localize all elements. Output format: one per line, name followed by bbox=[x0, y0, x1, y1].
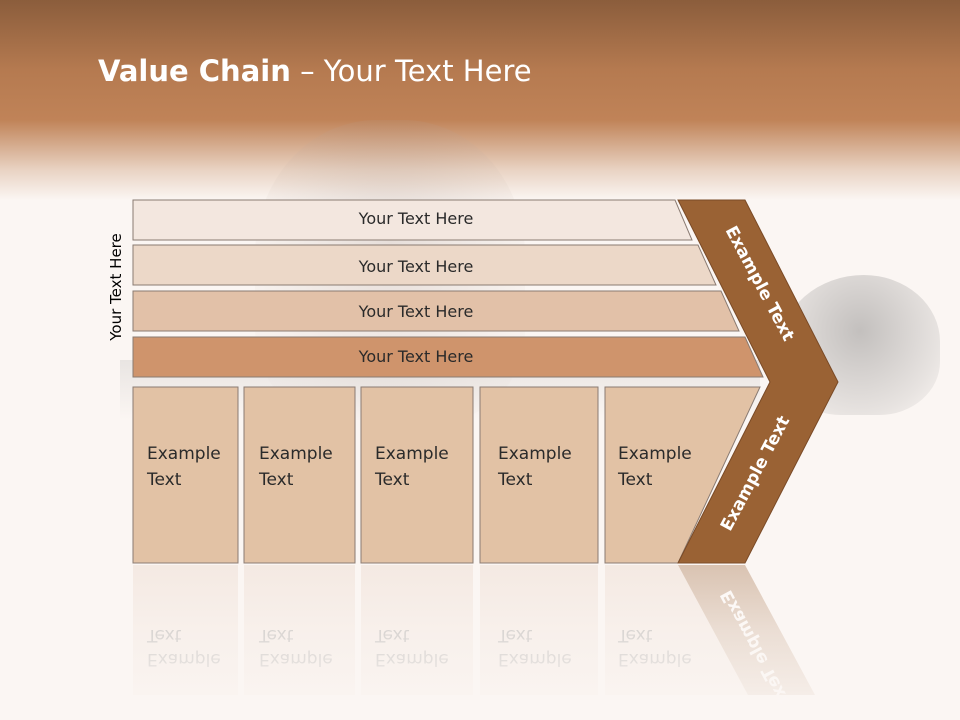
bar-1-label: Your Text Here bbox=[358, 209, 474, 228]
bar-2-label: Your Text Here bbox=[358, 257, 474, 276]
box-2[interactable] bbox=[243, 386, 356, 564]
title-bold: Value Chain bbox=[98, 54, 291, 88]
bar-1[interactable] bbox=[132, 199, 693, 241]
box-3[interactable] bbox=[360, 386, 474, 564]
bar-4[interactable] bbox=[132, 336, 764, 378]
bar-2[interactable] bbox=[132, 244, 717, 286]
bar-4-label: Your Text Here bbox=[358, 347, 474, 366]
box-4-line1: Example bbox=[498, 444, 572, 464]
header-band bbox=[0, 0, 960, 200]
box-1-line1: Example bbox=[147, 444, 221, 464]
reflection-fade bbox=[0, 560, 960, 720]
box-2-line1: Example bbox=[259, 444, 333, 464]
box-1-line2: Text bbox=[146, 470, 182, 490]
title-rest: – Your Text Here bbox=[290, 54, 532, 88]
box-4[interactable] bbox=[479, 386, 599, 564]
box-5-line1: Example bbox=[618, 444, 692, 464]
bar-3-label: Your Text Here bbox=[358, 302, 474, 321]
box-4-line2: Text bbox=[497, 470, 533, 490]
box-2-line2: Text bbox=[258, 470, 294, 490]
box-1[interactable] bbox=[132, 386, 239, 564]
slide-title[interactable]: Value Chain – Your Text Here bbox=[98, 54, 532, 88]
box-5-line2: Text bbox=[617, 470, 653, 490]
box-3-line1: Example bbox=[375, 444, 449, 464]
bar-3[interactable] bbox=[132, 290, 740, 332]
box-3-line2: Text bbox=[374, 470, 410, 490]
